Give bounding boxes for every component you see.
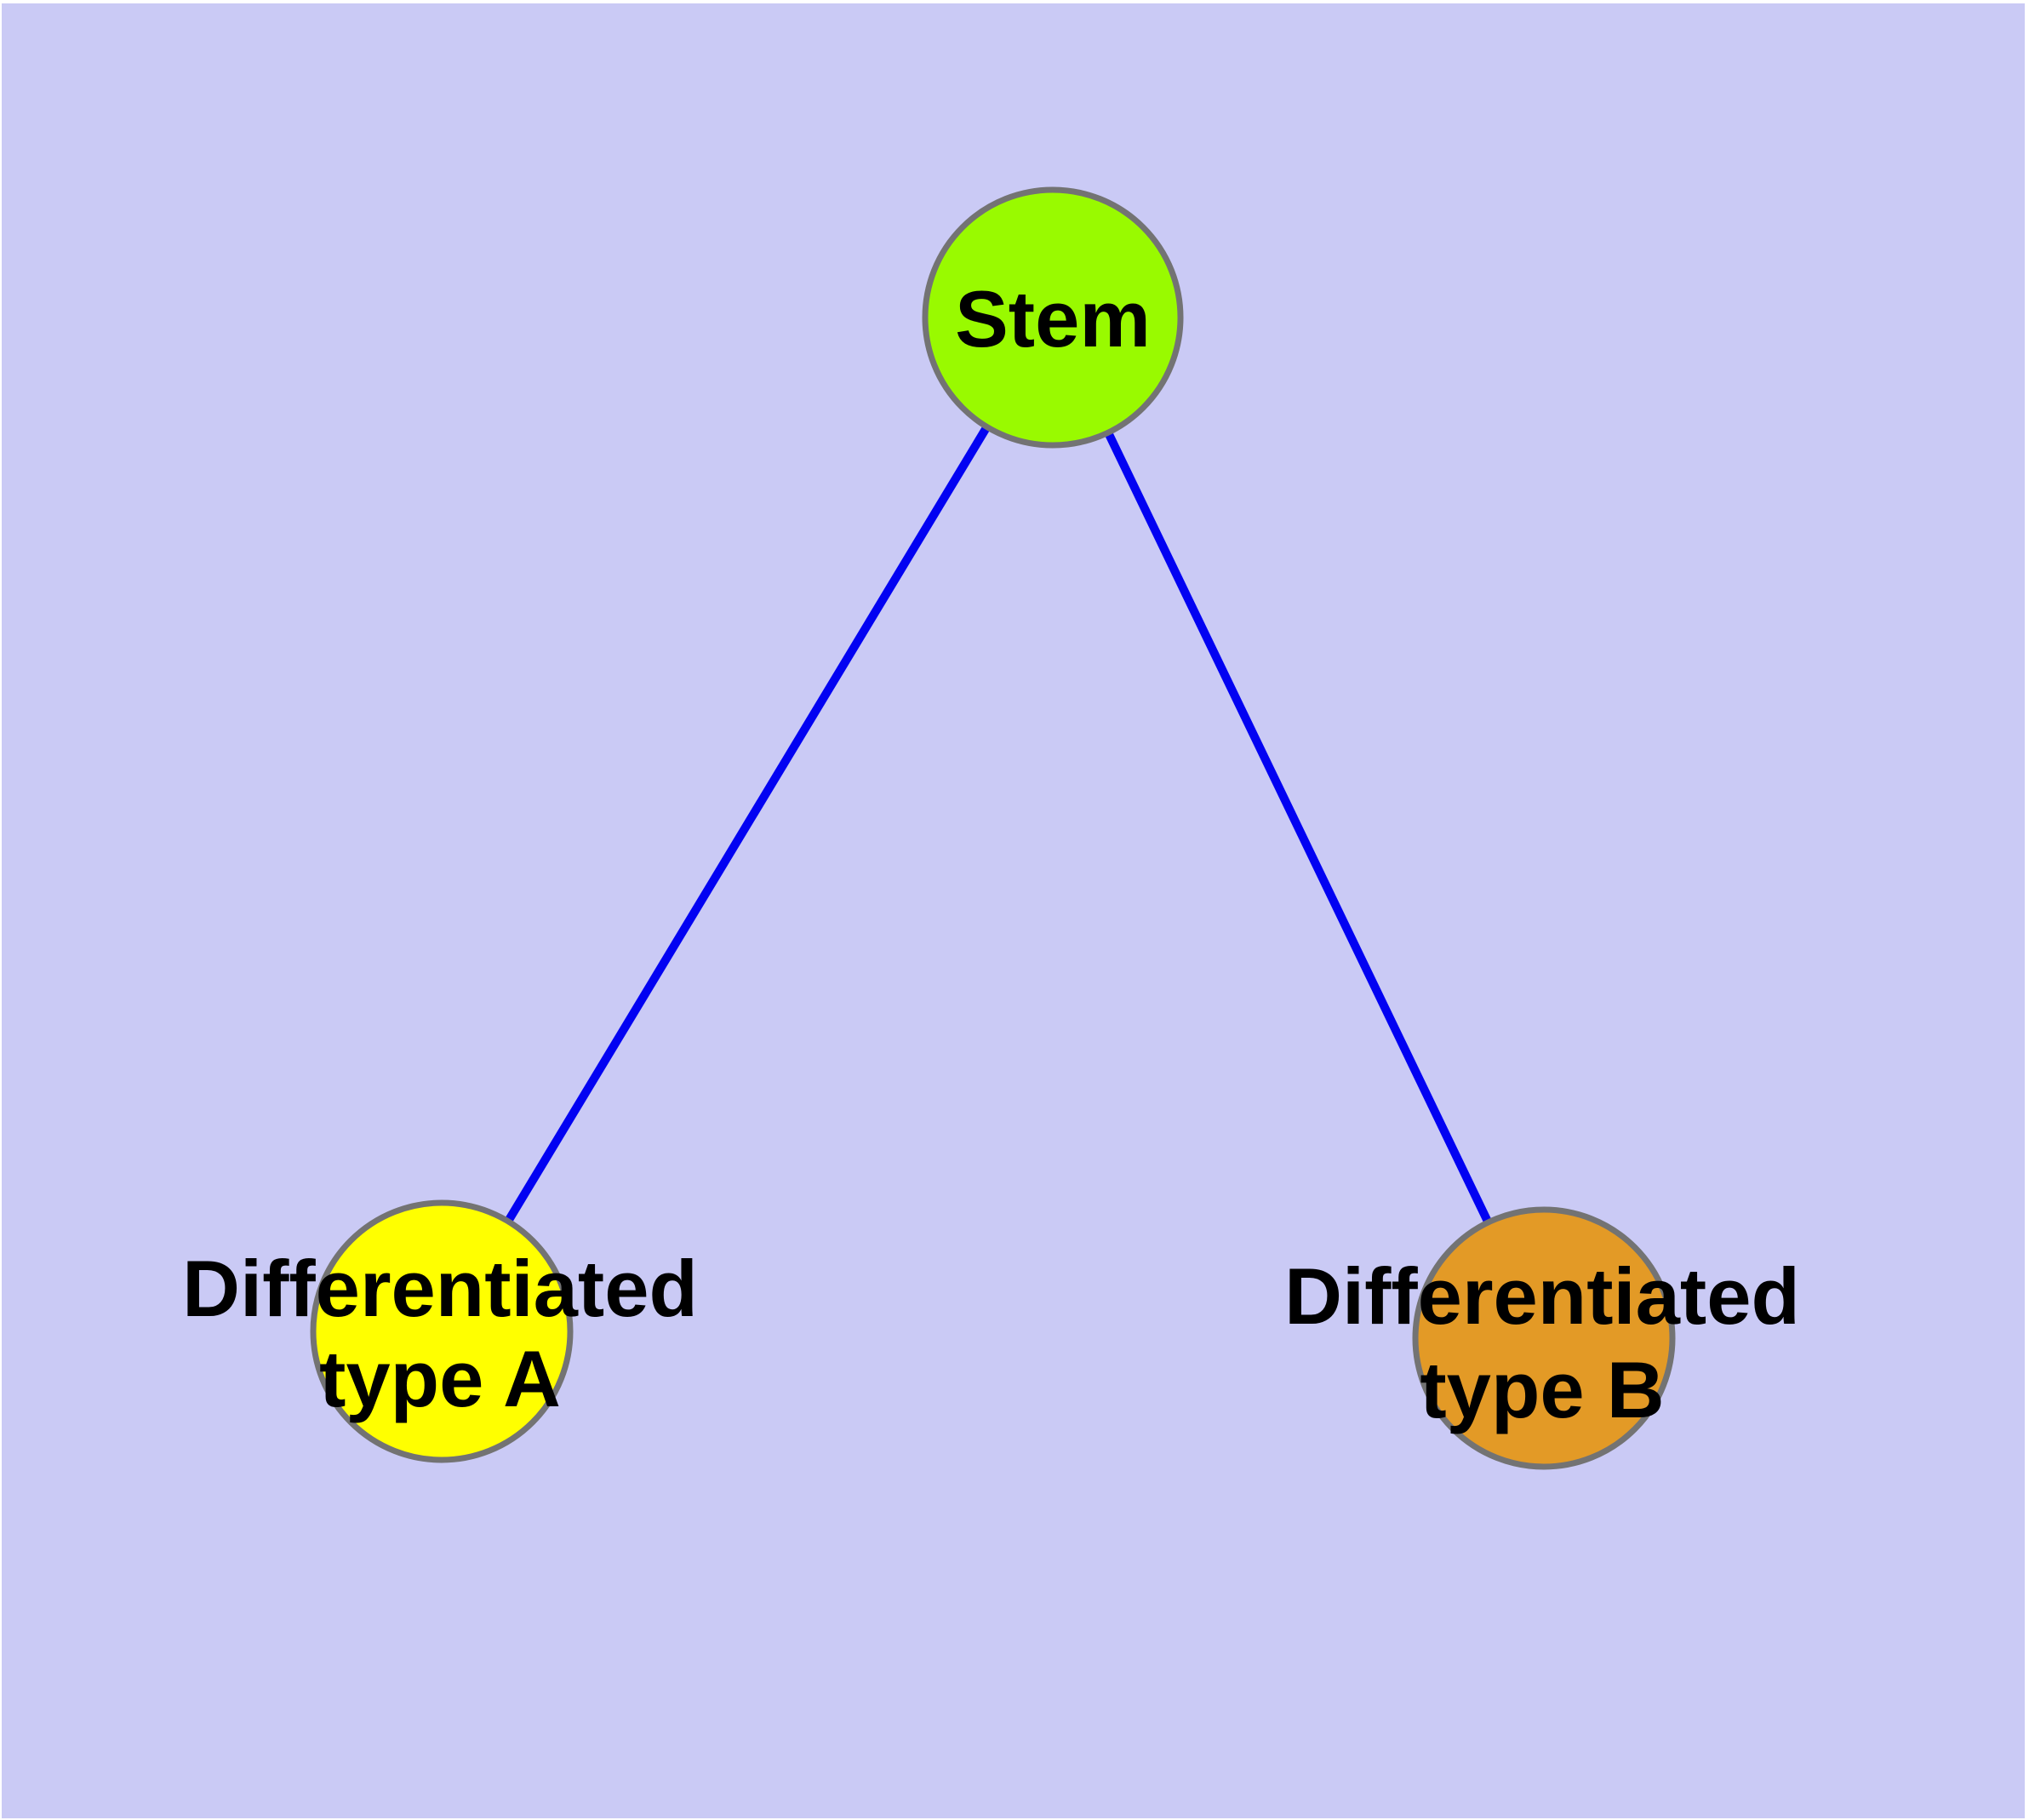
edge-stem-to-type-b <box>1049 315 1548 1341</box>
node-type-a-label-line1: Differentiated <box>182 1244 698 1333</box>
node-stem-circle <box>922 186 1184 449</box>
node-type-b-circle <box>1412 1206 1676 1470</box>
node-type-a-circle <box>310 1199 574 1463</box>
node-type-b-label-line2: type B <box>1420 1345 1664 1434</box>
edge-stem-to-type-a <box>437 315 1057 1334</box>
node-type-a-label-line2: type A <box>319 1334 561 1423</box>
node-type-b-label-line1: Differentiated <box>1284 1251 1800 1341</box>
node-stem-label: Stem <box>955 274 1151 363</box>
